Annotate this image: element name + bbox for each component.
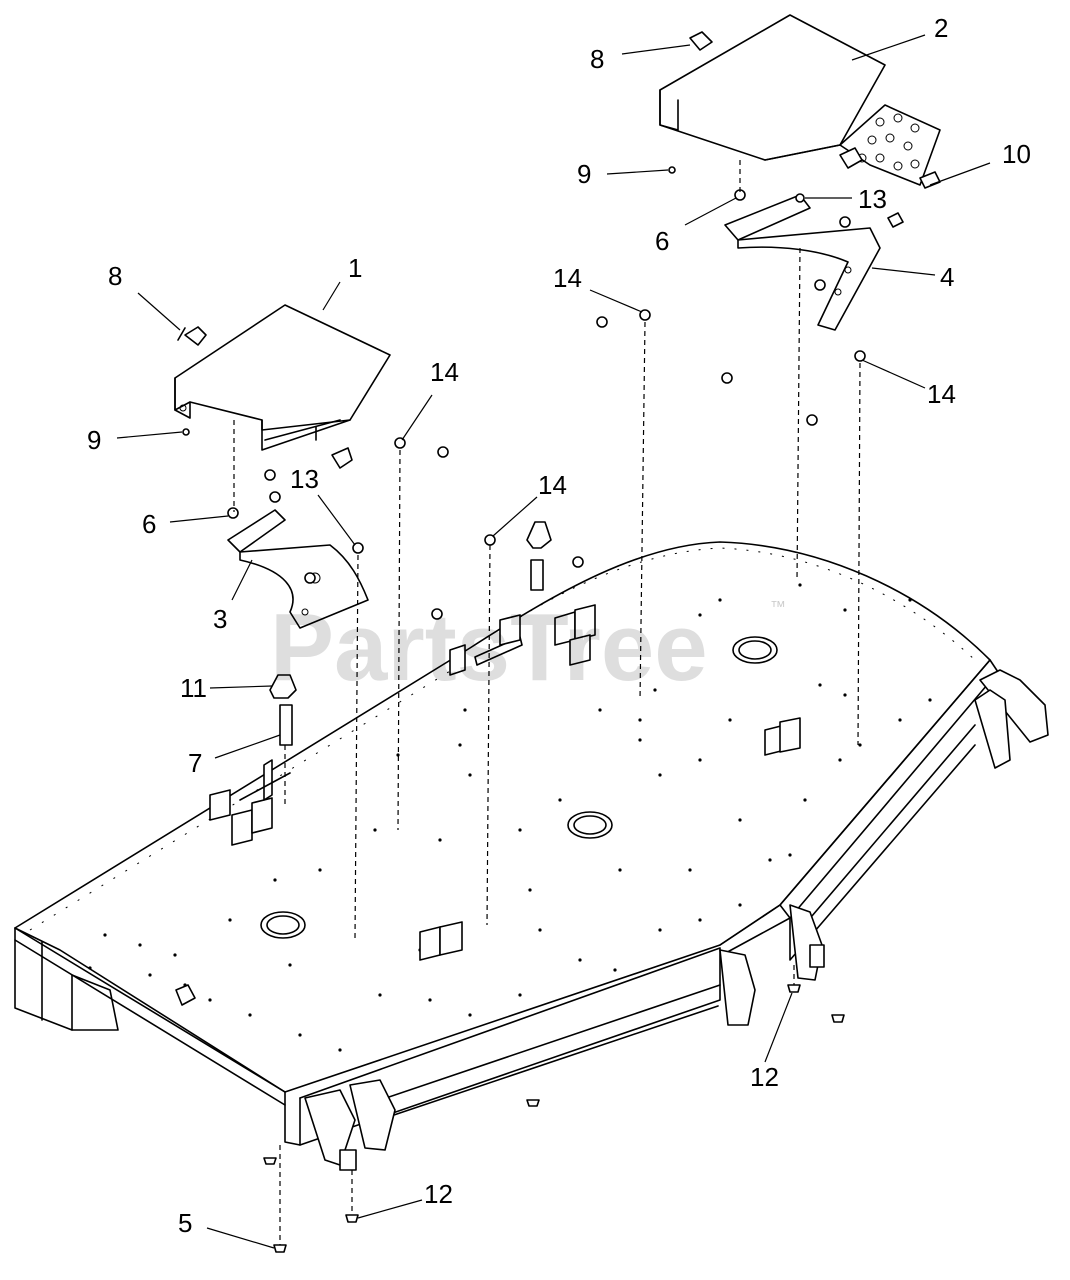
callout-14-b: 14 xyxy=(538,470,567,500)
callout-1: 1 xyxy=(348,253,362,283)
partstree-watermark: PartsTree ™ xyxy=(270,594,786,701)
callout-13-right: 13 xyxy=(858,184,887,214)
shield-bracket-right xyxy=(724,194,881,331)
callout-5: 5 xyxy=(178,1208,192,1238)
watermark-text: PartsTree xyxy=(270,594,708,701)
right-hardware xyxy=(596,31,941,426)
callout-13-left: 13 xyxy=(290,464,319,494)
spindle-openings xyxy=(260,636,778,939)
belt-shield-left xyxy=(174,304,391,451)
callout-3: 3 xyxy=(213,604,227,634)
left-hardware xyxy=(177,326,584,620)
callout-4: 4 xyxy=(940,262,954,292)
deck-holes xyxy=(88,583,932,1052)
callout-14-d: 14 xyxy=(927,379,956,409)
assembly-dash-lines xyxy=(233,160,861,1245)
callout-7: 7 xyxy=(188,748,202,778)
callout-12-right: 12 xyxy=(750,1062,779,1092)
callout-8-left: 8 xyxy=(108,261,122,291)
callout-leaders xyxy=(116,34,991,1249)
callout-14-a: 14 xyxy=(430,357,459,387)
callout-9-right: 9 xyxy=(577,159,591,189)
bumper-and-spacer-parts xyxy=(269,521,552,746)
callout-11: 11 xyxy=(180,673,207,703)
callout-12-left: 12 xyxy=(424,1179,453,1209)
mounting-bolts xyxy=(263,984,845,1253)
deck-brackets xyxy=(175,604,1049,1171)
callout-6-right: 6 xyxy=(655,226,669,256)
belt-shield-right xyxy=(659,14,941,186)
watermark-trademark: ™ xyxy=(770,599,786,616)
shield-bracket-left xyxy=(227,509,369,629)
callout-10: 10 xyxy=(1002,139,1031,169)
mower-deck xyxy=(14,541,999,1146)
callout-2: 2 xyxy=(934,13,948,43)
callout-numbers: 1 2 3 4 5 6 6 7 8 8 9 9 10 11 12 12 13 1… xyxy=(87,13,1031,1238)
callout-8-right: 8 xyxy=(590,44,604,74)
callout-14-c: 14 xyxy=(553,263,582,293)
callout-6-left: 6 xyxy=(142,509,156,539)
callout-9-left: 9 xyxy=(87,425,101,455)
